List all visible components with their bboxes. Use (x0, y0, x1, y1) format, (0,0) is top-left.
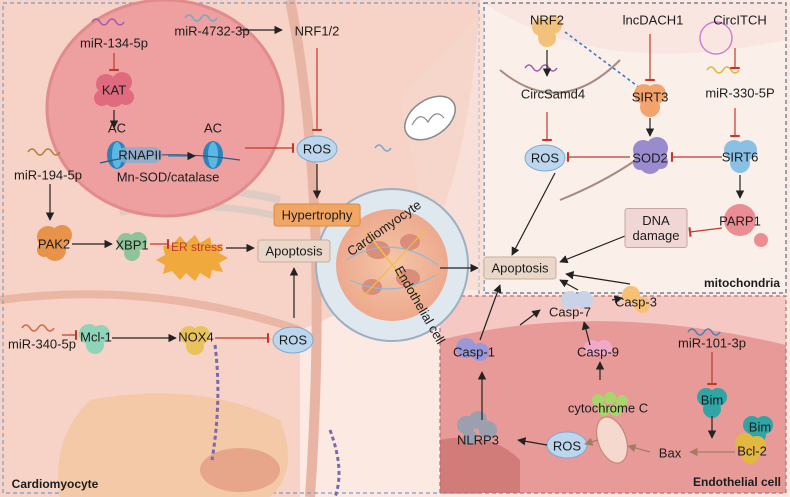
label-bax: Bax (658, 445, 682, 461)
label-mir330: miR-330-5P (705, 85, 775, 101)
label-damage: damage (632, 228, 680, 243)
label-ros-2: ROS (278, 332, 308, 348)
box-apoptosis-center: Apoptosis (483, 256, 557, 280)
label-sod2: SOD2 (632, 150, 668, 166)
label-ac-2: AC (203, 120, 223, 136)
label-er-stress: ER stress (170, 240, 224, 254)
label-pak2: PAK2 (37, 236, 71, 252)
label-bcl2: Bcl-2 (737, 443, 767, 459)
label-casp3: Casp-3 (615, 294, 657, 310)
label-mir194: miR-194-5p (14, 167, 82, 183)
label-casp7: Casp-7 (549, 304, 591, 320)
box-dna-damage: DNA damage (624, 208, 688, 248)
label-bim-1: Bim (700, 392, 724, 408)
arrows (45, 25, 745, 457)
cell-hub (315, 188, 469, 342)
label-lncdach1: lncDACH1 (622, 12, 684, 28)
label-ros-endo: ROS (552, 438, 582, 454)
label-ac-1: AC (107, 120, 127, 136)
mitochondrion-icon (404, 95, 456, 141)
panel-label-cardiomyocyte: Cardiomyocyte (11, 477, 99, 491)
label-sirt6: SIRT6 (721, 149, 759, 165)
label-ros-1: ROS (302, 141, 332, 157)
label-mir101: miR-101-3p (678, 335, 746, 351)
label-casp1: Casp-1 (453, 344, 495, 360)
label-mcl1: Mcl-1 (80, 329, 112, 345)
label-nox4: NOX4 (178, 329, 214, 345)
label-xbp1: XBP1 (115, 237, 149, 253)
panel-label-mitochondria: mitochondria (703, 276, 781, 290)
mirna-icon (21, 14, 740, 336)
label-nlrp3: NLRP3 (457, 432, 499, 448)
box-hypertrophy: Hypertrophy (273, 203, 361, 227)
label-casp9: Casp-9 (577, 344, 619, 360)
label-bim-2: Bim (748, 419, 772, 435)
ros-ellipses (272, 135, 588, 459)
circitch-icon (699, 21, 733, 55)
label-cytochrome-c: cytochrome C (567, 400, 649, 416)
label-dna: DNA (642, 213, 670, 228)
label-ros-mito: ROS (530, 150, 560, 166)
label-kat: KAT (101, 82, 127, 98)
label-circitch: CircITCH (713, 12, 767, 28)
label-sirt3: SIRT3 (631, 89, 669, 105)
label-nrf2: NRF2 (530, 12, 564, 28)
protein-shapes (37, 16, 773, 464)
label-mir134: miR-134-5p (80, 35, 148, 51)
label-mir340: miR-340-5p (8, 336, 76, 352)
label-nrf12: NRF1/2 (294, 23, 340, 39)
label-rnapii: RNAPII (118, 147, 162, 163)
label-mir4732: miR-4732-3p (174, 23, 250, 39)
label-parp1: PARP1 (719, 213, 761, 229)
label-mnsod: Mn-SOD/catalase (116, 169, 220, 185)
box-apoptosis-cardio: Apoptosis (257, 239, 331, 263)
link-nrf2-sirt3 (564, 31, 641, 89)
label-circsamd4: CircSamd4 (520, 86, 586, 102)
panel-label-endothelial: Endothelial cell (692, 475, 782, 489)
